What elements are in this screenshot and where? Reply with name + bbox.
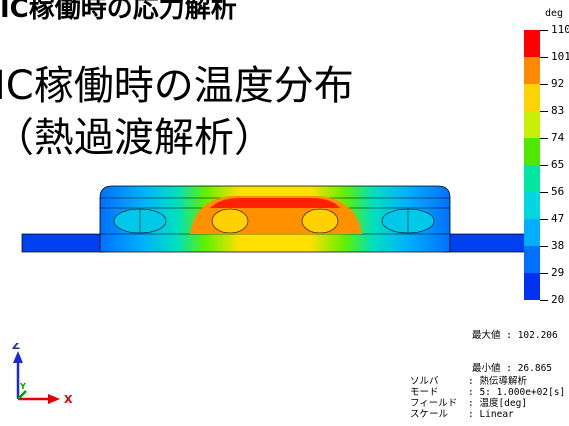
x-label: X (64, 393, 73, 405)
legend-band (524, 30, 540, 58)
info-key: ソルバ (410, 376, 439, 387)
info-key: フィールド (410, 398, 458, 409)
bump-2 (211, 208, 249, 234)
legend-tick-mark (540, 84, 548, 85)
min-value: 26.865 (517, 363, 553, 374)
legend-tick-label: 29 (551, 266, 565, 279)
legend-band (524, 273, 540, 300)
info-row: モード : 5: 1.000e+02[s] (410, 387, 565, 398)
legend-tick-mark (540, 246, 548, 247)
info-value: : 温度[deg] (468, 398, 528, 409)
info-row: スケール : Linear (410, 409, 565, 420)
legend-tick-label: 83 (551, 104, 565, 117)
temperature-contour-model (21, 185, 529, 253)
info-value: : Linear (468, 409, 514, 420)
legend-band (524, 219, 540, 247)
legend-band (524, 246, 540, 274)
legend-band (524, 138, 540, 166)
slide-title-line1: IC稼働時の温度分布 (0, 63, 354, 109)
legend-tick-label: 38 (551, 239, 565, 252)
legend-tick-label: 110 (551, 23, 569, 36)
legend-band (524, 111, 540, 139)
legend-tick-label: 74 (551, 131, 565, 144)
max-label: 最大値 : (472, 330, 512, 341)
legend-tick-mark (540, 219, 548, 220)
legend-tick-mark (540, 273, 548, 274)
info-row: ソルバ : 熱伝導解析 (410, 376, 565, 387)
y-axis-icon (17, 390, 27, 400)
color-scale-bar (524, 30, 540, 300)
legend-tick-label: 101 (551, 50, 569, 63)
slide-title-line2: （熱過渡解析） (0, 115, 274, 161)
bump-3 (301, 208, 339, 234)
legend-tick-mark (540, 30, 548, 31)
legend-tick-mark (540, 138, 548, 139)
y-label: Y (19, 382, 26, 391)
hot-zone-red (210, 198, 340, 208)
legend-tick-label: 47 (551, 212, 565, 225)
legend-tick-mark (540, 192, 548, 193)
legend-unit: deg (545, 8, 564, 19)
z-label: Z (12, 343, 20, 352)
max-value: 102.206 (517, 330, 558, 341)
legend-tick-mark (540, 165, 548, 166)
legend-tick-mark (540, 57, 548, 58)
legend-tick-mark (540, 300, 548, 301)
legend-band (524, 192, 540, 220)
legend-tick-label: 65 (551, 158, 565, 171)
info-key: スケール (410, 409, 449, 420)
slide-banner-title: IC稼働時の応力解析 (0, 0, 237, 24)
legend-tick-label: 92 (551, 77, 565, 90)
legend-tick-label: 56 (551, 185, 565, 198)
legend-band (524, 165, 540, 193)
min-max-stats: 最大値 : 102.206 最小値 : 26.865 (472, 308, 558, 385)
info-value: : 5: 1.000e+02[s] (468, 387, 566, 398)
min-label: 最小値 : (472, 363, 512, 374)
info-row: フィールド : 温度[deg] (410, 398, 565, 409)
analysis-info: ソルバ : 熱伝導解析モード : 5: 1.000e+02[s] フィールド : 温度[… (410, 376, 565, 420)
info-value: : 熱伝導解析 (468, 376, 527, 387)
info-key: モード (410, 387, 439, 398)
legend-band (524, 84, 540, 112)
legend-tick-label: 20 (551, 293, 565, 306)
axis-triad: Z X Y (12, 343, 73, 405)
left-lead (21, 233, 107, 253)
right-lead (443, 233, 529, 253)
legend-band (524, 57, 540, 85)
legend-tick-mark (540, 111, 548, 112)
